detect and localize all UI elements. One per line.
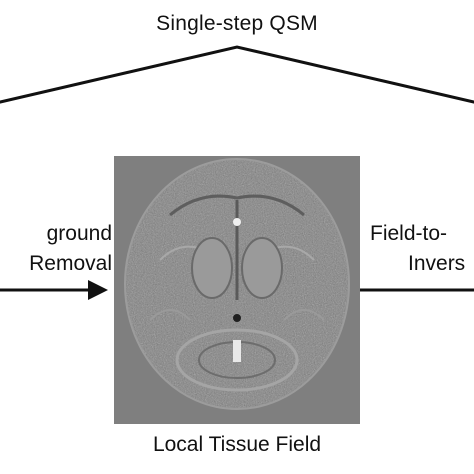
diagram-title: Single-step QSM [156, 12, 318, 35]
right-step-label-line2: Invers [408, 252, 466, 275]
local-tissue-field-image [114, 156, 360, 424]
right-step-label-line1: Field-to- [370, 222, 448, 245]
left-arrow-icon [0, 280, 108, 300]
single-step-bracket [0, 45, 474, 104]
left-step-label-line1: ground [46, 222, 112, 245]
image-caption: Local Tissue Field [152, 433, 322, 456]
left-step-label-line2: Removal [29, 252, 112, 275]
